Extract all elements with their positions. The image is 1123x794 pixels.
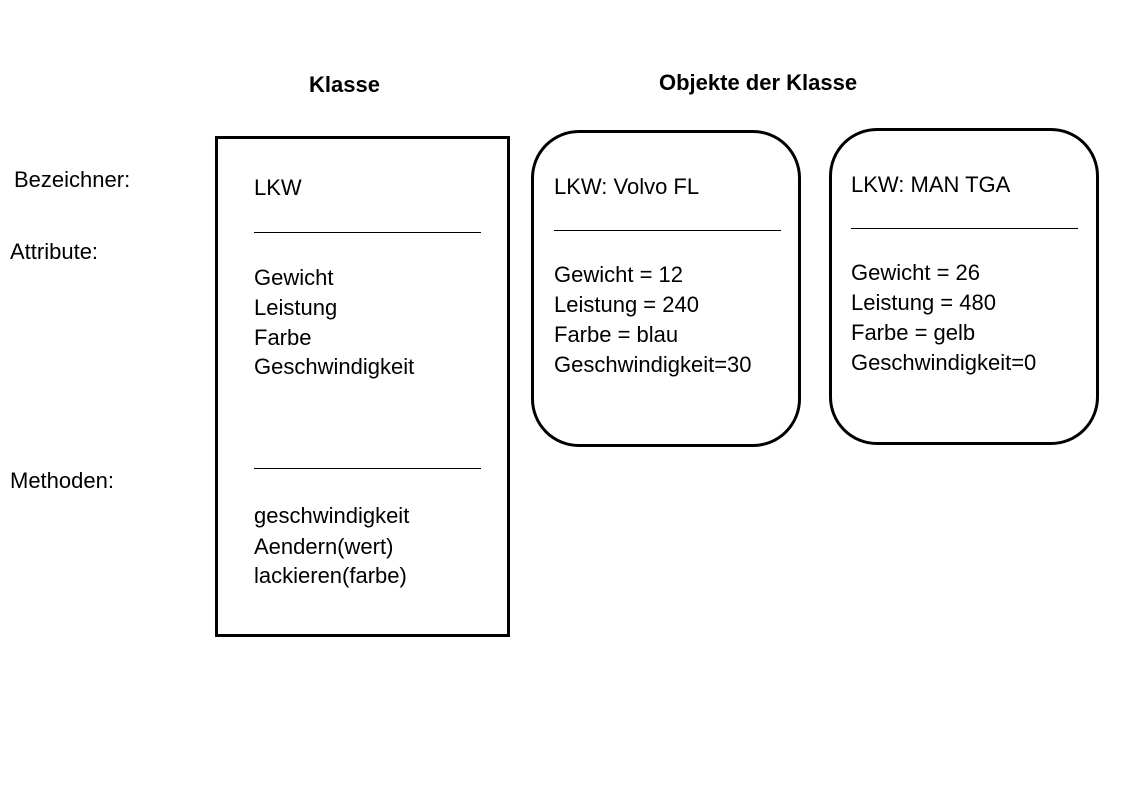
object-name: LKW: Volvo FL (554, 174, 700, 199)
object-divider (851, 228, 1078, 229)
class-box (215, 136, 510, 637)
class-attribute: Geschwindigkeit (254, 354, 415, 379)
attributes-label: Attribute: (10, 239, 99, 264)
methods-label: Methoden: (10, 468, 114, 493)
identifier-label: Bezeichner: (14, 167, 131, 192)
object-attribute: Farbe = blau (554, 322, 679, 347)
class-method: lackieren(farbe) (254, 563, 407, 588)
class-name: LKW (254, 175, 302, 200)
object-attribute: Geschwindigkeit=30 (554, 352, 752, 377)
class-method: geschwindigkeit (254, 503, 410, 528)
class-method: Aendern(wert) (254, 534, 394, 559)
objects-heading: Objekte der Klasse (659, 70, 858, 95)
object-divider (554, 230, 781, 231)
object-attribute: Leistung = 480 (851, 290, 996, 315)
object-attribute: Farbe = gelb (851, 320, 976, 345)
class-attribute: Farbe (254, 325, 312, 350)
object-attribute: Gewicht = 26 (851, 260, 981, 285)
object-name: LKW: MAN TGA (851, 172, 1011, 197)
object-attribute: Geschwindigkeit=0 (851, 350, 1037, 375)
object-attribute: Gewicht = 12 (554, 262, 684, 287)
object-attribute: Leistung = 240 (554, 292, 699, 317)
class-attribute: Leistung (254, 295, 338, 320)
class-heading: Klasse (309, 72, 380, 97)
class-name-divider (254, 232, 481, 233)
class-methods-divider (254, 468, 481, 469)
object-box-man (829, 128, 1099, 445)
object-box-volvo (531, 130, 801, 447)
class-attribute: Gewicht (254, 265, 334, 290)
